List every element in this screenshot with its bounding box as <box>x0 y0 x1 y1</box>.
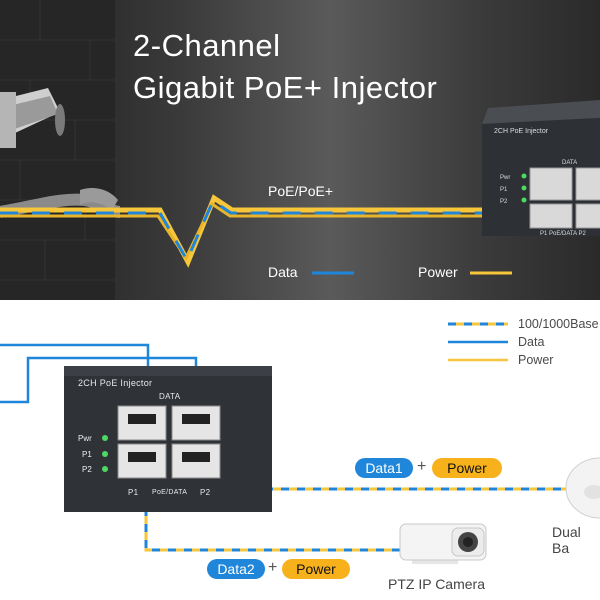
banner-led-labels: Pwr P1 P2 <box>500 172 510 208</box>
banner-led-label-p1: P1 <box>500 187 508 193</box>
camera-label: PTZ IP Camera <box>388 576 485 592</box>
channel2-data-badge: Data2 <box>207 559 265 579</box>
banner-device-label: 2CH PoE Injector <box>494 128 549 135</box>
legend-power-label: Power <box>518 353 554 367</box>
wall-texture <box>0 0 115 300</box>
injector-body <box>64 366 272 512</box>
device-data-label: DATA <box>159 392 181 401</box>
banner-port-2 <box>575 167 600 201</box>
cable-label: PoE/PoE+ <box>268 183 333 199</box>
hero-banner: 2-Channel Gigabit PoE+ Injector PoE/PoE+… <box>0 0 600 300</box>
banner-port-3 <box>529 203 573 229</box>
led-p2 <box>102 466 108 472</box>
banner-data-label: Data <box>268 264 298 280</box>
poe-cable-data-line <box>0 198 560 264</box>
connection-diagram <box>0 322 600 564</box>
banner-led-label-pwr: Pwr <box>500 175 511 181</box>
legend-data-label: Data <box>518 335 545 349</box>
banner-power-label: Power <box>418 264 458 280</box>
banner-port-1 <box>529 167 573 201</box>
ip-camera-icon <box>399 523 487 564</box>
device-name-label: 2CH PoE Injector <box>78 378 153 388</box>
banner-device-data-label: DATA <box>562 160 578 166</box>
device-port-label-left: P1 <box>128 488 139 497</box>
cable-grommet <box>80 188 118 210</box>
channel1-data-badge: Data1 <box>355 458 413 478</box>
device-port-label-right: P2 <box>200 488 211 497</box>
injector-device <box>64 366 272 512</box>
port-pins <box>128 414 210 462</box>
channel1-power-badge: Power <box>432 458 502 478</box>
legend-lines <box>448 322 508 362</box>
led-label-p1: P1 <box>82 450 92 459</box>
port-data-1 <box>117 405 167 441</box>
poe-cable-power-line-2 <box>0 201 560 262</box>
access-point-label: Dual Ba <box>552 524 581 556</box>
channel2-plus: + <box>268 559 278 576</box>
led-p1 <box>102 451 108 457</box>
banner-device-ports-label: P1 PoE/DATA P2 <box>540 231 586 237</box>
injector-top-edge <box>64 366 272 376</box>
led-pwr <box>102 435 108 441</box>
led-label-pwr: Pwr <box>78 434 92 443</box>
banner-title-line2: Gigabit PoE+ Injector <box>133 70 438 105</box>
banner-led-label-p2: P2 <box>500 199 508 205</box>
banner-title-line1: 2-Channel <box>133 28 281 63</box>
channel1-plus: + <box>417 458 427 475</box>
banner-injector-device <box>482 100 600 236</box>
legend-combined-label: 100/1000Base <box>518 317 599 331</box>
banner-port-4 <box>575 203 600 229</box>
access-point-icon <box>565 457 600 519</box>
security-camera-icon <box>0 88 65 148</box>
channel2-power-badge: Power <box>282 559 350 579</box>
device-port-label-mid: PoE/DATA <box>152 489 188 496</box>
led-label-p2: P2 <box>82 465 92 474</box>
banner-artwork <box>0 0 600 300</box>
